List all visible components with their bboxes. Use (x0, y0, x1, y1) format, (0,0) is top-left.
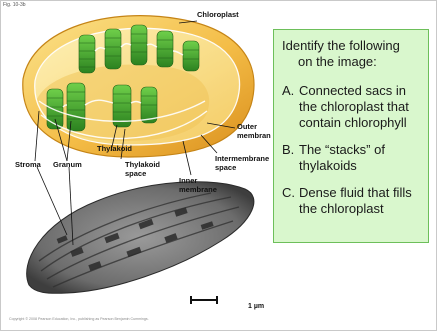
question-item-b: B. The “stacks” of thylakoids (282, 142, 422, 174)
granum-stack (67, 83, 85, 131)
question-letter: C. (282, 185, 299, 217)
question-item-a: A. Connected sacs in the chloroplast tha… (282, 83, 422, 131)
label-thylakoid-space-line1: Thylakoid (125, 160, 160, 169)
question-item-c: C. Dense fluid that fills the chloroplas… (282, 185, 422, 217)
electron-micrograph (27, 182, 254, 294)
granum-stack (141, 87, 157, 123)
granum-stack (131, 25, 147, 65)
label-chloroplast: Chloroplast (197, 10, 239, 19)
question-intro: Identify the following on the image: (282, 38, 422, 70)
question-box: Identify the following on the image: A. … (273, 29, 429, 243)
label-intermembrane-space-line2: space (215, 163, 236, 172)
question-intro-line1: Identify the following (282, 38, 422, 54)
label-thylakoid-space-line2: space (125, 169, 146, 178)
label-thylakoid: Thylakoid (97, 144, 132, 153)
label-intermembrane-space-line1: Intermembrane (215, 154, 269, 163)
question-letter: B. (282, 142, 299, 174)
label-granum: Granum (53, 160, 82, 169)
granum-stack (157, 31, 173, 67)
question-text: The “stacks” of thylakoids (299, 142, 422, 174)
granum-stack (47, 89, 63, 129)
question-letter: A. (282, 83, 299, 131)
scale-bar (190, 299, 218, 301)
question-text: Dense fluid that fills the chloroplast (299, 185, 422, 217)
question-text: Connected sacs in the chloroplast that c… (299, 83, 422, 131)
chloroplast-diagram: Chloroplast Outer membrane Intermembrane… (1, 1, 271, 301)
granum-stack (105, 29, 121, 69)
scale-label: 1 µm (248, 303, 264, 310)
granum-stack (79, 35, 95, 73)
question-intro-line2: on the image: (282, 54, 422, 70)
label-outer-membrane-line2: membrane (237, 131, 271, 140)
label-stroma: Stroma (15, 160, 42, 169)
label-inner-membrane-line1: Inner (179, 176, 197, 185)
granum-stack (183, 41, 199, 71)
label-inner-membrane-line2: membrane (179, 185, 217, 194)
label-outer-membrane-line1: Outer (237, 122, 257, 131)
copyright-notice: Copyright © 2008 Pearson Education, Inc.… (9, 317, 149, 321)
